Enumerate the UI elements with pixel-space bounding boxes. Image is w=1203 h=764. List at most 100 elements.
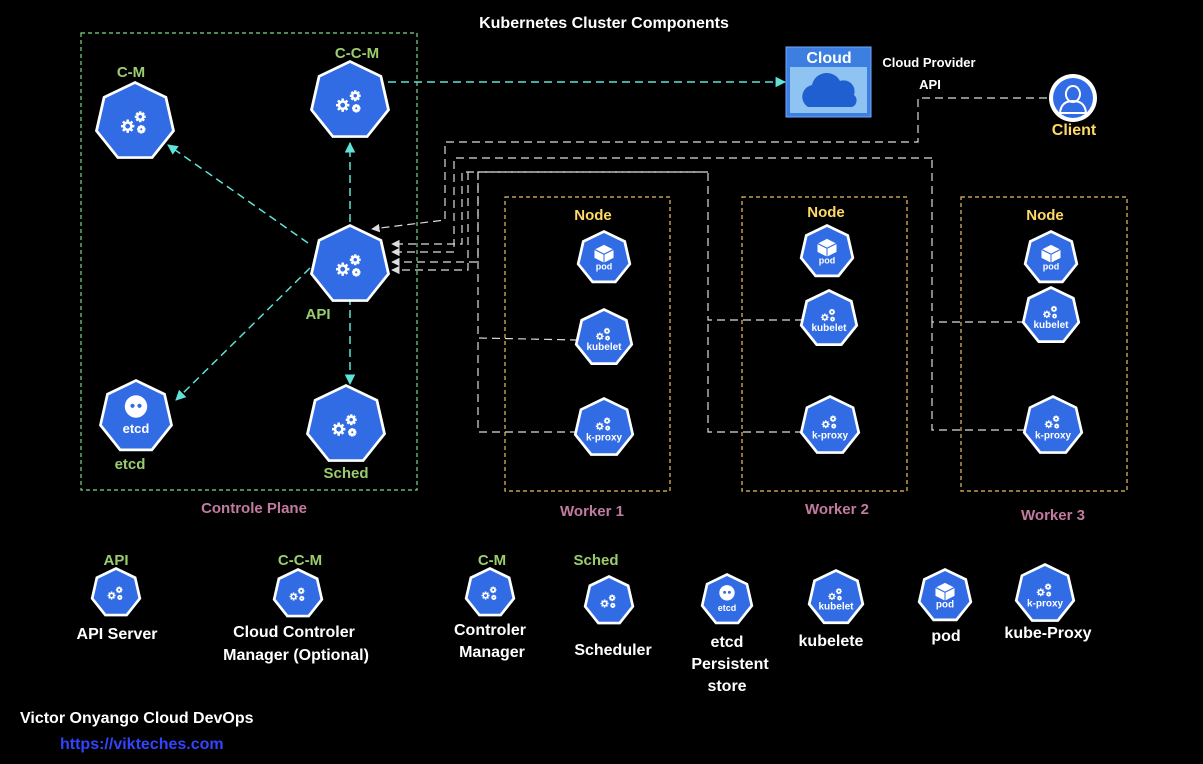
api-label: API	[305, 306, 330, 323]
worker-1-kubelet	[574, 308, 634, 365]
cloud-icon	[802, 72, 857, 107]
worker-1-kproxy	[573, 397, 635, 456]
cloud-provider-line1: Cloud Provider	[882, 55, 975, 70]
etcd-node	[99, 379, 173, 452]
gear-icon	[335, 254, 361, 277]
legend-kubelet-node-inner-label: kubelet	[818, 602, 854, 613]
gear-icon	[600, 594, 616, 608]
line-w3-kubelet	[931, 158, 1025, 323]
ccm-node	[310, 60, 390, 138]
legend-sched-tag: Sched	[573, 552, 618, 569]
ccm-label: C-C-M	[335, 45, 379, 62]
gear-icon	[595, 417, 611, 431]
etcd-label: etcd	[115, 456, 146, 473]
worker-1-pod	[576, 230, 632, 284]
worker-3-pod-inner-label: pod	[1043, 261, 1060, 271]
cloud-label: Cloud	[806, 50, 851, 67]
worker-3-label: Worker 3	[1021, 507, 1085, 524]
worker-3-kubelet	[1021, 286, 1081, 343]
legend-etcd-desc-1: etcd	[711, 634, 744, 651]
gear-icon	[821, 415, 837, 429]
sched-label: Sched	[323, 465, 368, 482]
legend-ccm-desc-1: Cloud Controler	[233, 624, 355, 641]
legend-cm-node	[464, 567, 516, 617]
legend-api-desc: API Server	[77, 626, 158, 643]
line-w2-kproxy	[707, 320, 803, 433]
worker-1-node-label: Node	[574, 207, 612, 224]
footer-url[interactable]: https://vikteches.com	[60, 736, 224, 753]
gear-icon	[289, 587, 305, 601]
gear-icon	[481, 586, 497, 600]
legend-pod-node-inner-label: pod	[936, 599, 954, 610]
worker-3-kproxy	[1022, 395, 1084, 454]
legend-kproxy-node-inner-label: k-proxy	[1027, 599, 1064, 610]
worker-connections	[371, 97, 1047, 433]
legend-kubelet-node	[807, 569, 865, 625]
legend-pod-desc: pod	[931, 628, 960, 645]
worker-1-pod-inner-label: pod	[596, 261, 613, 271]
line-w1-kproxy-to-api	[477, 338, 578, 433]
gear-icon	[331, 414, 357, 437]
worker-2-kproxy-inner-label: k-proxy	[812, 431, 849, 442]
line-w2-trunk	[391, 171, 708, 249]
gear-icon	[828, 588, 842, 601]
legend-etcd-node-inner-label: etcd	[718, 603, 737, 613]
database-icon	[719, 585, 735, 601]
arrow-api-to-cm	[167, 144, 309, 244]
legend-sched-node	[583, 575, 635, 625]
cube-icon	[815, 237, 839, 259]
gear-icon	[821, 308, 836, 322]
legend-kubelet-desc: kubelete	[799, 633, 864, 650]
legend-etcd-desc-2: Persistent	[691, 656, 769, 673]
legend-kproxy-desc: kube-Proxy	[1004, 625, 1091, 642]
worker-2-kubelet-inner-label: kubelet	[811, 323, 847, 334]
client: Client	[1049, 74, 1097, 139]
legend-pod-node	[917, 568, 973, 622]
legend-cm-tag: C-M	[478, 552, 506, 569]
worker-3-kproxy-inner-label: k-proxy	[1035, 431, 1072, 442]
legend-kproxy-node	[1014, 563, 1076, 622]
legend-cm-desc-2: Manager	[459, 644, 525, 661]
api-arrows	[167, 76, 787, 401]
gear-icon	[596, 327, 611, 341]
worker-2-node-label: Node	[807, 204, 845, 221]
line-w3-trunk	[391, 157, 932, 257]
worker-2-kubelet	[799, 289, 859, 346]
legend-etcd-node	[700, 573, 754, 625]
line-w2-kubelet-to-api	[707, 172, 803, 321]
worker-1-kubelet-inner-label: kubelet	[586, 342, 622, 353]
legend-sched-desc: Scheduler	[574, 642, 651, 659]
worker-1-box	[504, 196, 671, 492]
gear-icon	[120, 111, 146, 134]
cube-icon	[1039, 243, 1063, 265]
gear-icon	[1044, 415, 1060, 429]
legend-cm-desc-1: Controler	[454, 622, 526, 639]
worker-3-pod	[1023, 230, 1079, 284]
worker-1-kproxy-inner-label: k-proxy	[586, 433, 623, 444]
user-icon	[1058, 85, 1088, 114]
worker-2-pod	[799, 224, 855, 278]
control-plane-label: Controle Plane	[201, 500, 307, 517]
legend-api-tag: API	[103, 552, 128, 569]
gear-icon	[107, 586, 123, 600]
worker-2-kproxy	[799, 395, 861, 454]
worker-3-kubelet-inner-label: kubelet	[1033, 320, 1069, 331]
cube-icon	[592, 243, 616, 265]
database-icon	[124, 395, 148, 418]
client-label: Client	[1052, 122, 1097, 139]
api-node	[310, 224, 390, 302]
line-w1-trunk	[391, 172, 479, 267]
cloud-provider-line2: API	[919, 77, 941, 92]
cm-node	[95, 81, 175, 159]
footer-author: Victor Onyango Cloud DevOps	[20, 710, 254, 727]
legend-ccm-node	[272, 568, 324, 618]
worker-1-label: Worker 1	[560, 503, 624, 520]
line-w1-extra	[391, 172, 469, 275]
gear-icon	[335, 90, 361, 113]
legend-ccm-tag: C-C-M	[278, 552, 322, 569]
worker-2-box	[741, 196, 908, 492]
control-plane-box	[80, 32, 418, 491]
worker-2-label: Worker 2	[805, 501, 869, 518]
legend-ccm-desc-2: Manager (Optional)	[223, 647, 369, 664]
